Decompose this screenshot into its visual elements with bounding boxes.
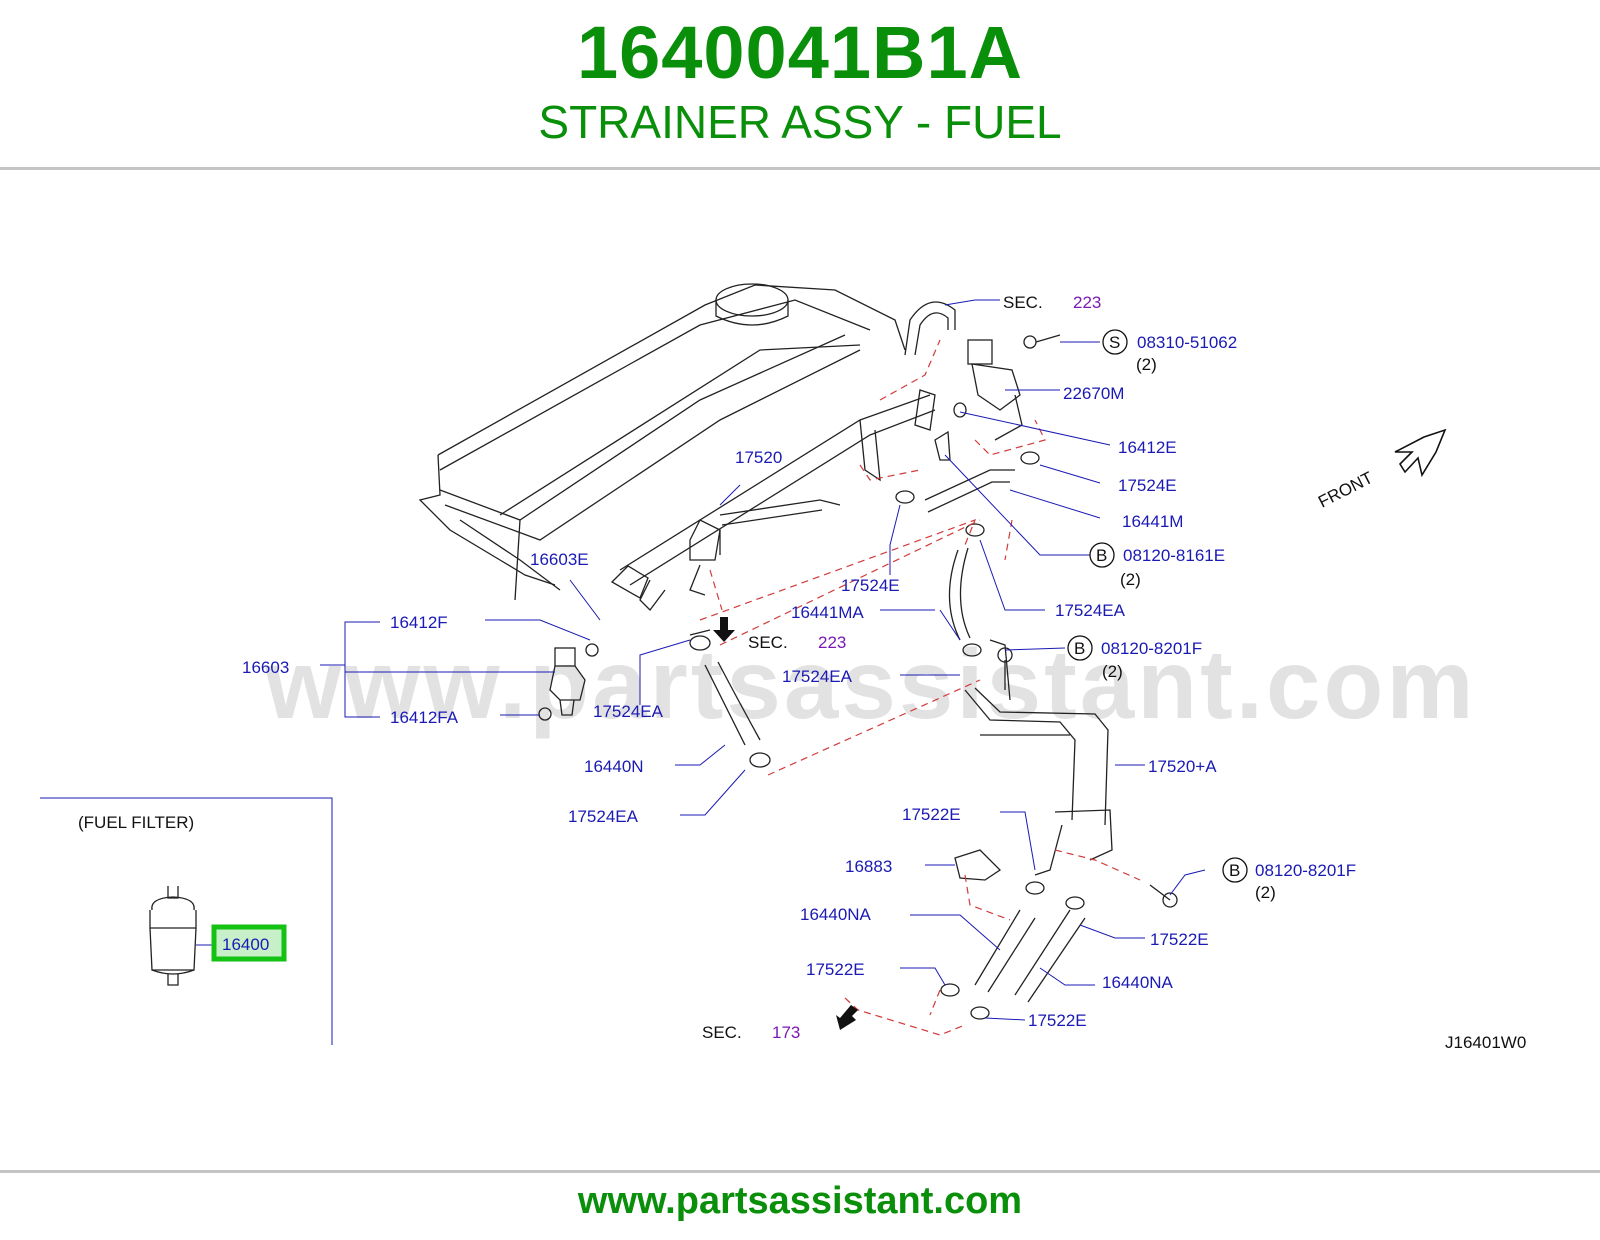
part-label[interactable]: 17522E (902, 805, 961, 824)
engine-cover-outline (418, 283, 906, 601)
hose-16440N (689, 629, 771, 768)
header: 1640041B1A STRAINER ASSY - FUEL (0, 0, 1600, 168)
part-label[interactable]: 08120-8201F (1255, 861, 1356, 880)
front-arrow-icon (1394, 428, 1447, 478)
leader-lines (320, 299, 1206, 1021)
ref-code: J16401W0 (1445, 1033, 1526, 1052)
part-label[interactable]: 17524EA (1055, 601, 1126, 620)
highlighted-part-label[interactable]: 16400 (222, 935, 269, 954)
part-label[interactable]: 17524EA (782, 667, 853, 686)
down-arrow-icon (713, 617, 735, 642)
part-label[interactable]: 16441MA (791, 603, 864, 622)
footer-divider (0, 1170, 1600, 1173)
part-label[interactable]: 08120-8201F (1101, 639, 1202, 658)
qty-label: (2) (1136, 355, 1157, 374)
header-divider (0, 167, 1600, 170)
injector (538, 643, 599, 721)
fuel-filter-inset: (FUEL FILTER) 16400 (40, 797, 333, 1045)
marker-b: B (1074, 639, 1085, 658)
sec-label: SEC. (748, 633, 788, 652)
marker-b: B (1229, 861, 1240, 880)
marker-s: S (1109, 333, 1120, 352)
qty-label: (2) (1120, 570, 1141, 589)
sec-label: SEC. (1003, 293, 1043, 312)
fuel-filter-drawing (149, 886, 197, 986)
highlight-box[interactable] (211, 924, 287, 962)
diagram-svg: www.partsassistant.com (40, 283, 1526, 1052)
part-label[interactable]: 16440NA (1102, 973, 1174, 992)
circle-markers (1067, 329, 1248, 883)
part-label[interactable]: 17524E (1118, 476, 1177, 495)
qty-label: (2) (1255, 883, 1276, 902)
part-label[interactable]: 16603E (530, 550, 589, 569)
qty-label: (2) (1102, 662, 1123, 681)
part-label[interactable]: 17522E (1150, 930, 1209, 949)
part-label[interactable]: 17524E (841, 576, 900, 595)
part-label[interactable]: 16412FA (390, 708, 459, 727)
part-label[interactable]: 17522E (1028, 1011, 1087, 1030)
marker-b: B (1096, 546, 1107, 565)
part-label[interactable]: 17524EA (568, 807, 639, 826)
part-label[interactable]: 17522E (806, 960, 865, 979)
part-label[interactable]: 17524EA (593, 702, 664, 721)
part-label[interactable]: 08120-8161E (1123, 546, 1225, 565)
part-name: STRAINER ASSY - FUEL (538, 96, 1062, 148)
part-label[interactable]: 17520+A (1148, 757, 1217, 776)
part-label[interactable]: 16440NA (800, 905, 872, 924)
part-label[interactable]: 16603 (242, 658, 289, 677)
footer-link[interactable]: www.partsassistant.com (577, 1180, 1023, 1222)
sec-ref[interactable]: 173 (772, 1023, 800, 1042)
part-label[interactable]: 16412F (390, 613, 448, 632)
inset-title: (FUEL FILTER) (78, 813, 194, 832)
part-label[interactable]: 08310-51062 (1137, 333, 1237, 352)
sec-ref[interactable]: 223 (1073, 293, 1101, 312)
part-label[interactable]: 16441M (1122, 512, 1183, 531)
part-label[interactable]: 22670M (1063, 384, 1124, 403)
part-label[interactable]: 16412E (1118, 438, 1177, 457)
phantom-lines (699, 339, 1141, 1036)
watermark: www.partsassistant.com (264, 629, 1477, 739)
part-label[interactable]: 17520 (735, 448, 782, 467)
parts-diagram: www.partsassistant.com (0, 270, 1600, 1070)
arrows (713, 428, 1447, 1030)
sec-ref[interactable]: 223 (818, 633, 846, 652)
part-number: 1640041B1A (576, 11, 1024, 94)
part-label[interactable]: 16440N (584, 757, 644, 776)
fuel-rail (610, 389, 936, 611)
front-label: FRONT (1315, 468, 1376, 512)
pressure-regulator (895, 301, 1061, 657)
down-left-arrow-icon (836, 1005, 858, 1030)
sec-label: SEC. (702, 1023, 742, 1042)
part-label[interactable]: 16883 (845, 857, 892, 876)
